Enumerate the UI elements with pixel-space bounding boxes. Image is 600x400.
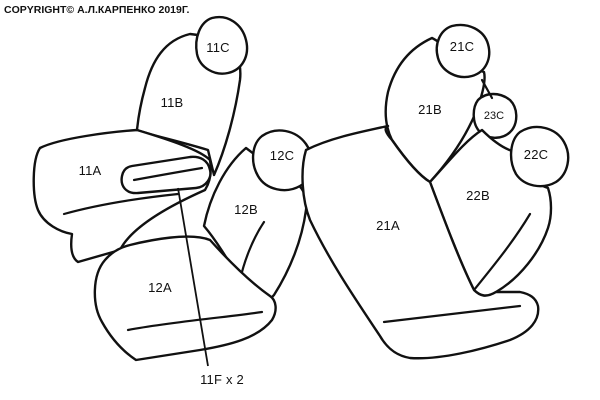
label-21b: 21B (418, 102, 442, 117)
part-21c-headrest (435, 23, 491, 79)
part-11c-headrest (195, 15, 249, 75)
part-21a-cushion (301, 124, 540, 360)
part-12a-edge (126, 310, 264, 332)
label-22b: 22B (466, 188, 490, 203)
label-11b: 11B (161, 95, 184, 110)
label-11a: 11A (79, 163, 102, 178)
label-12c: 12C (270, 148, 294, 163)
label-23c: 23C (484, 110, 504, 122)
part-23c-connector (480, 78, 494, 100)
copyright-notice: COPYRIGHT© А.Л.КАРПЕНКО 2019Г. (4, 4, 190, 16)
leader-11f (177, 187, 209, 367)
part-22c-headrest (509, 125, 570, 188)
label-21a: 21A (376, 218, 400, 233)
label-11f: 11F x 2 (200, 372, 244, 387)
label-21c: 21C (450, 39, 474, 54)
label-11c: 11C (206, 40, 229, 55)
part-12a-cushion (93, 235, 277, 362)
label-12b: 12B (234, 202, 258, 217)
label-22c: 22C (524, 147, 548, 162)
part-21a-edge (382, 304, 522, 324)
part-12c-headrest (251, 129, 314, 192)
part-11a-edge (62, 192, 180, 216)
part-22b-inner (472, 212, 532, 292)
part-11f-armrest-line (132, 166, 204, 182)
label-12a: 12A (148, 280, 172, 295)
part-23c-headrest (472, 92, 518, 139)
